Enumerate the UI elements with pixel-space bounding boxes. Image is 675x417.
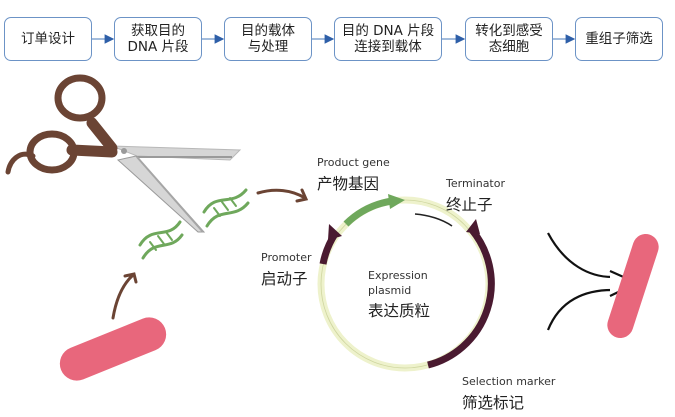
dna-fragment-icon: [202, 188, 250, 228]
terminator-label-zh: 终止子: [446, 196, 493, 214]
product-gene-segment: [343, 197, 393, 227]
terminator-label-en: Terminator: [446, 177, 505, 190]
promoter-label-zh: 启动子: [261, 270, 308, 288]
arrow-from-bacterium: [111, 272, 138, 320]
scissors-icon: [5, 74, 242, 233]
product-gene-label-en: Product gene: [317, 156, 390, 169]
workflow-step-order-design: 订单设计: [4, 17, 92, 61]
selection-marker-label-zh: 筛选标记: [462, 394, 525, 412]
plasmid-center-label-en: Expression plasmid: [368, 269, 428, 297]
selection-marker-label-en: Selection marker: [462, 375, 556, 388]
dna-fragment-icon: [138, 220, 184, 260]
selection-marker-segment: [427, 227, 495, 369]
arrow-to-plasmid: [256, 188, 309, 203]
plasmid-center-label-zh: 表达质粒: [368, 302, 431, 320]
bacterium-icon: [59, 317, 167, 381]
workflow-step-transformation: 转化到感受 态细胞: [465, 17, 553, 61]
promoter-label-en: Promoter: [261, 251, 312, 264]
bacterium-icon: [607, 234, 659, 338]
product-gene-label-zh: 产物基因: [317, 175, 380, 193]
plasmid-ring: [317, 194, 495, 372]
workflow-step-ligation: 目的 DNA 片段 连接到载体: [334, 17, 442, 61]
workflow-step-obtain-dna: 获取目的 DNA 片段: [114, 17, 202, 61]
workflow-step-vector-processing: 目的载体 与处理: [224, 17, 312, 61]
workflow-step-screening: 重组子筛选: [575, 17, 663, 61]
